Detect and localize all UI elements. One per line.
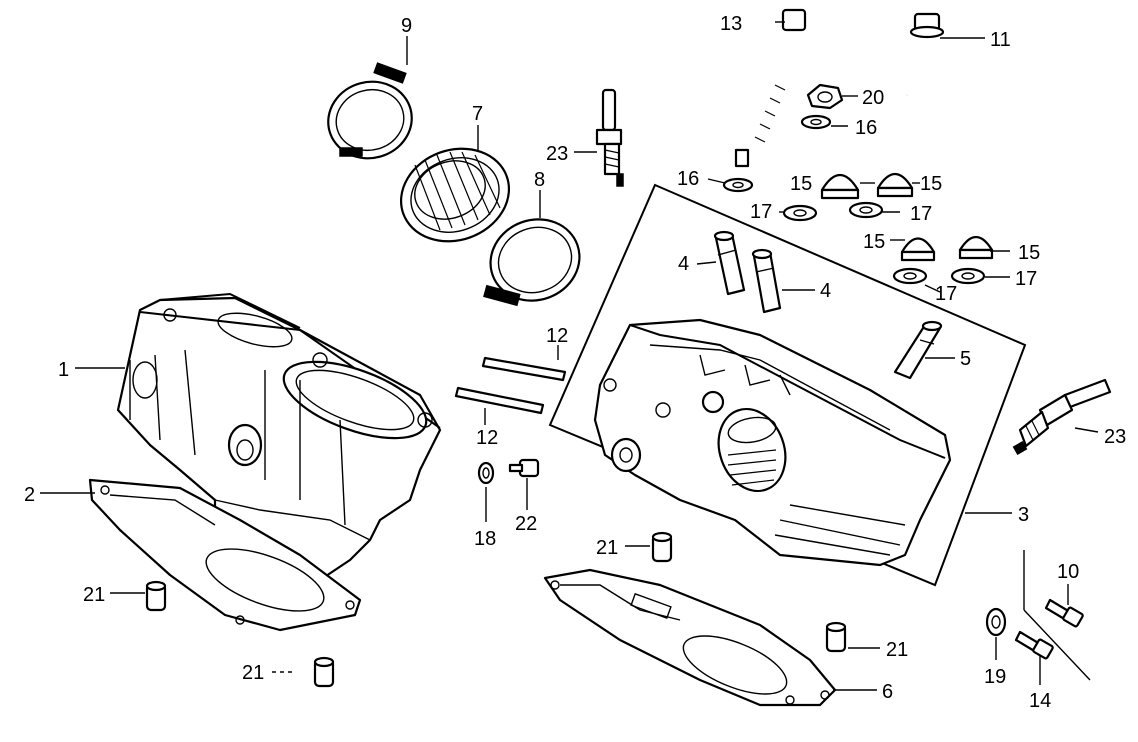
cap-nut-15-c-part xyxy=(900,237,936,262)
cap-nut-15-b-part xyxy=(876,172,914,198)
washer-16-upper-part xyxy=(800,114,832,130)
dowel-rod-upper-part xyxy=(481,356,567,382)
callout-1: 1 xyxy=(58,359,69,381)
callout-2: 2 xyxy=(24,484,35,506)
valve-guide-c-part xyxy=(893,320,943,380)
dowel-pin-center-part xyxy=(651,531,673,563)
cap-nut-part xyxy=(806,83,844,110)
leader-lines xyxy=(40,21,1099,691)
washer-17-d-part xyxy=(950,267,986,285)
callout-11: 11 xyxy=(990,29,1011,51)
dowel-rod-lower-part xyxy=(454,386,545,415)
callout-9: 9 xyxy=(401,15,412,37)
callout-5: 5 xyxy=(960,348,971,370)
washer-17-a-part xyxy=(782,204,818,222)
valve-guide-b-part xyxy=(751,248,782,314)
callout-20: 20 xyxy=(862,87,884,109)
hose-clamp-upper-part xyxy=(327,62,413,160)
callout-15-c: 15 xyxy=(863,231,885,253)
callout-8: 8 xyxy=(534,169,545,191)
cap-nut-15-a-part xyxy=(820,173,860,200)
callout-12-upper: 12 xyxy=(546,325,568,347)
callout-14: 14 xyxy=(1029,690,1051,712)
callout-17-c: 17 xyxy=(935,283,957,305)
callout-7: 7 xyxy=(472,103,483,125)
callout-21-bottom: 21 xyxy=(242,662,264,684)
dowel-pin-left-part xyxy=(145,580,167,612)
sealing-washer-part xyxy=(985,607,1007,637)
cylinder-gasket-part xyxy=(88,478,362,632)
callout-21-left: 21 xyxy=(83,584,105,606)
callout-labels: 1 2 3 4 4 5 6 7 8 9 10 11 12 12 13 14 15… xyxy=(24,13,1126,712)
callout-15-a: 15 xyxy=(790,173,812,195)
callout-16-left: 16 xyxy=(677,168,699,190)
callout-15-d: 15 xyxy=(1018,242,1040,264)
callout-21-right: 21 xyxy=(886,639,908,661)
dowel-pin-right-part xyxy=(825,621,847,653)
washer-17-b-part xyxy=(848,201,884,219)
flange-bolt-part xyxy=(904,12,945,96)
callout-17-d: 17 xyxy=(1015,268,1037,290)
callout-3: 3 xyxy=(1018,504,1029,526)
callout-15-b: 15 xyxy=(920,173,942,195)
callout-23-upper: 23 xyxy=(546,143,568,165)
bolt-plug-part xyxy=(508,458,540,478)
callout-4-right: 4 xyxy=(820,280,831,302)
washer-16-lower-part xyxy=(722,177,754,193)
bolt-10-part xyxy=(1044,598,1084,628)
valve-guide-a-part xyxy=(713,230,746,296)
callout-13: 13 xyxy=(720,13,742,35)
callout-12-lower: 12 xyxy=(476,427,498,449)
dowel-pin-bottom-part xyxy=(313,656,335,688)
callout-6: 6 xyxy=(882,681,893,703)
o-ring-part xyxy=(477,461,495,485)
cap-nut-15-d-part xyxy=(958,235,994,260)
callout-18: 18 xyxy=(474,528,496,550)
carburetor-insulator-part xyxy=(399,147,511,243)
callout-4-left: 4 xyxy=(678,253,689,275)
callout-21-center: 21 xyxy=(596,537,618,559)
callout-17-b: 17 xyxy=(910,203,932,225)
cylinder-head-part xyxy=(548,183,1027,587)
callout-23-right: 23 xyxy=(1104,426,1126,448)
stud-bolt-part xyxy=(734,8,807,168)
spark-plug-right-part xyxy=(1012,378,1112,455)
washer-17-c-part xyxy=(892,267,928,285)
callout-22: 22 xyxy=(515,513,537,535)
bolt-14-part xyxy=(1014,630,1054,660)
callout-19: 19 xyxy=(984,666,1006,688)
callout-16-right: 16 xyxy=(855,117,877,139)
head-gasket-part xyxy=(543,568,837,707)
callout-10: 10 xyxy=(1057,561,1079,583)
hose-clamp-lower-part xyxy=(483,218,581,307)
callout-17-a: 17 xyxy=(750,201,772,223)
spark-plug-upper-part xyxy=(595,88,624,187)
